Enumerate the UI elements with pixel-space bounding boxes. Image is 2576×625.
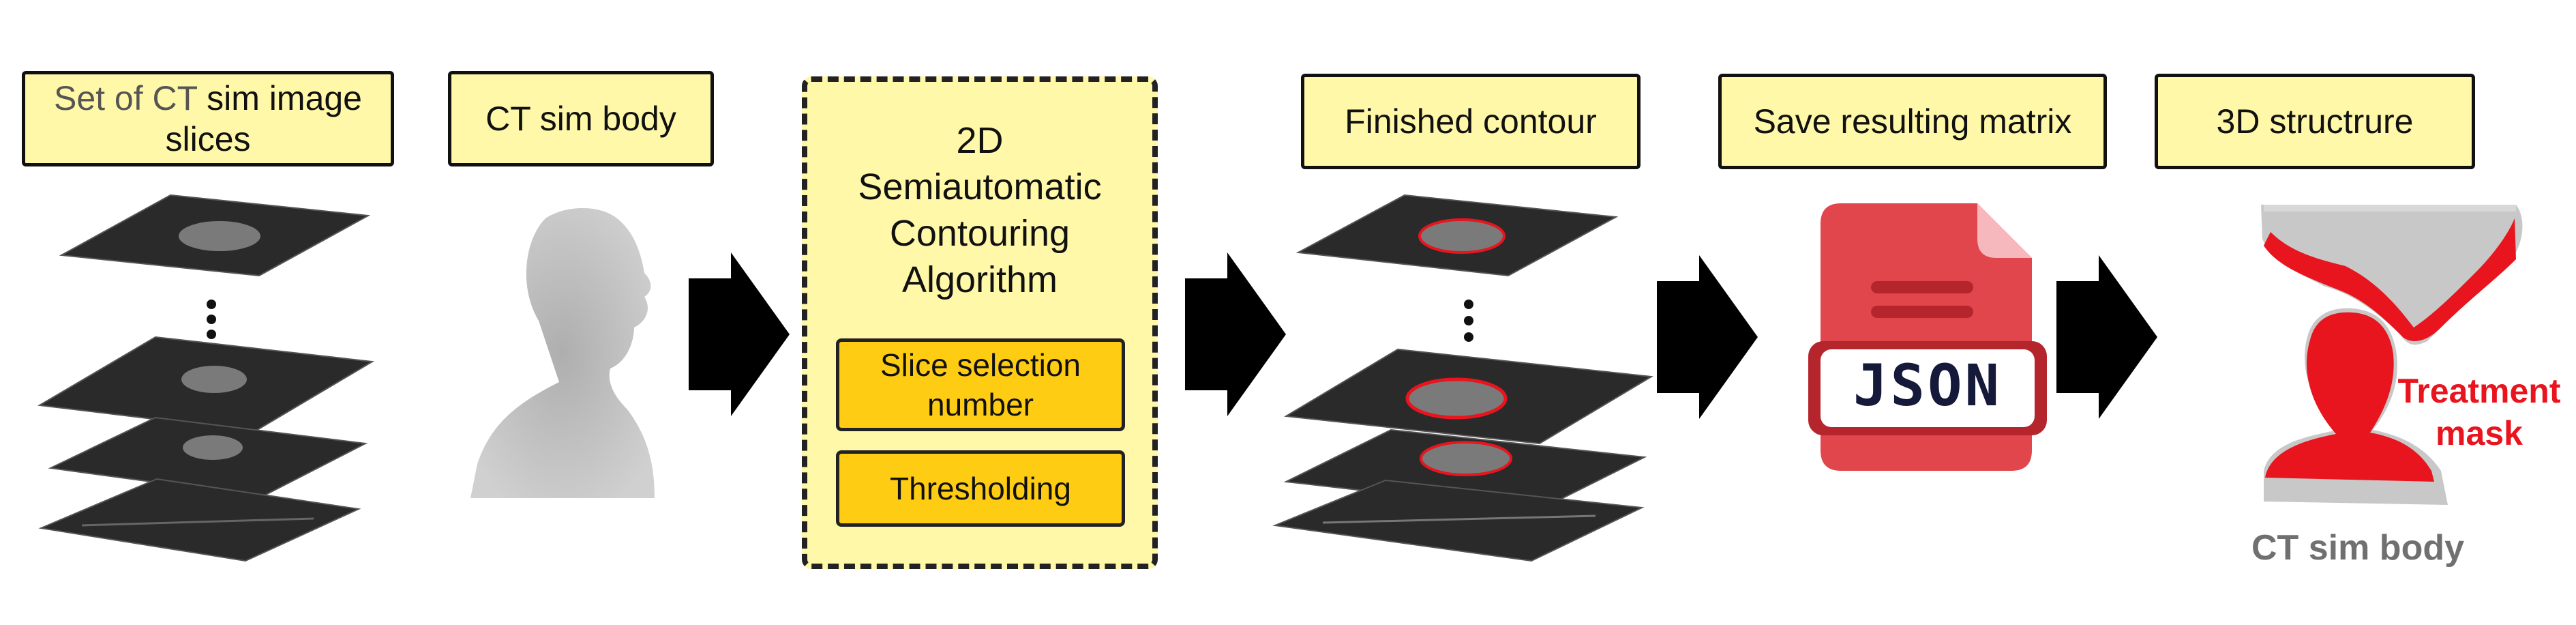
label-ct-part1: Set of CT [53, 79, 198, 117]
json-file-icon: JSON [1808, 203, 2047, 471]
treatment-mask-line2: mask [2436, 414, 2523, 452]
sub-box-slice-selection: Slice selection number [836, 338, 1125, 431]
head-outline-mask [2264, 205, 2516, 212]
fc-slice-4-line [1322, 514, 1596, 524]
fc-slice-1-scan [1418, 218, 1506, 254]
ct-slice-2-scan [181, 366, 247, 393]
step-label-ct-slices: Set of CT sim image slices [22, 71, 394, 166]
ct-slice-3-scan [183, 435, 243, 460]
ct-slice-4 [38, 478, 361, 562]
structure-head-mask [2261, 205, 2523, 345]
ct-sim-body-caption: CT sim body [2251, 528, 2464, 568]
sub-box-thresholding: Thresholding [836, 450, 1125, 527]
arrow-4 [2056, 255, 2157, 419]
ct-slice-1-scan [179, 221, 260, 251]
fc-slice-2-scan [1405, 377, 1508, 420]
treatment-mask-line1: Treatment [2398, 372, 2561, 410]
arrow-3 [1657, 255, 1758, 419]
step-label-ct-body: CT sim body [448, 71, 714, 166]
step-label-3d-structure: 3D structrure [2155, 74, 2475, 169]
step-label-finished-contour: Finished contour [1301, 74, 1641, 169]
arrow-1 [689, 252, 790, 416]
algorithm-title: 2D Semiautomatic Contouring Algorithm [858, 120, 1102, 300]
ct-slice-stack [37, 194, 375, 562]
structure-body-mask [2264, 205, 2516, 505]
step-label-save-matrix: Save resulting matrix [1718, 74, 2107, 169]
json-badge-text: JSON [1853, 352, 2002, 419]
ct-slice-4-line [81, 517, 314, 527]
arrow-2 [1185, 252, 1286, 416]
ellipsis-dots-left [207, 300, 216, 339]
fc-slice-4 [1272, 479, 1645, 562]
label-ct-part2: sim image slices [165, 79, 362, 158]
algorithm-box: 2D Semiautomatic Contouring Algorithm Sl… [802, 76, 1158, 569]
fc-slice-3-scan [1420, 441, 1512, 476]
ct-body-silhouette [470, 208, 655, 498]
finished-contour-stack [1272, 194, 1654, 562]
ellipsis-dots-right [1464, 300, 1473, 342]
